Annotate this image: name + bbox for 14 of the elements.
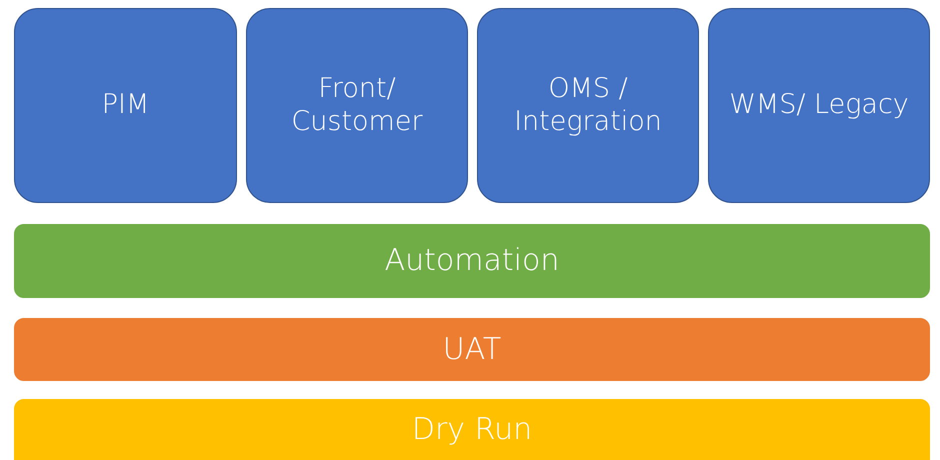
system-box [246, 8, 468, 203]
box-label: Automation [384, 243, 560, 279]
box-label: WMS/ Legacy [729, 89, 909, 122]
system-box [477, 8, 699, 203]
box-label: PIM [102, 89, 150, 122]
box-label: OMS / Integration [513, 73, 663, 138]
box-label: Front/ Customer [290, 73, 424, 138]
box-label: UAT [442, 332, 502, 368]
box-label: Dry Run [412, 412, 532, 448]
system-box [14, 8, 237, 203]
layer-band [14, 399, 930, 460]
layer-band [14, 224, 930, 298]
system-box [708, 8, 930, 203]
layer-band [14, 318, 930, 381]
